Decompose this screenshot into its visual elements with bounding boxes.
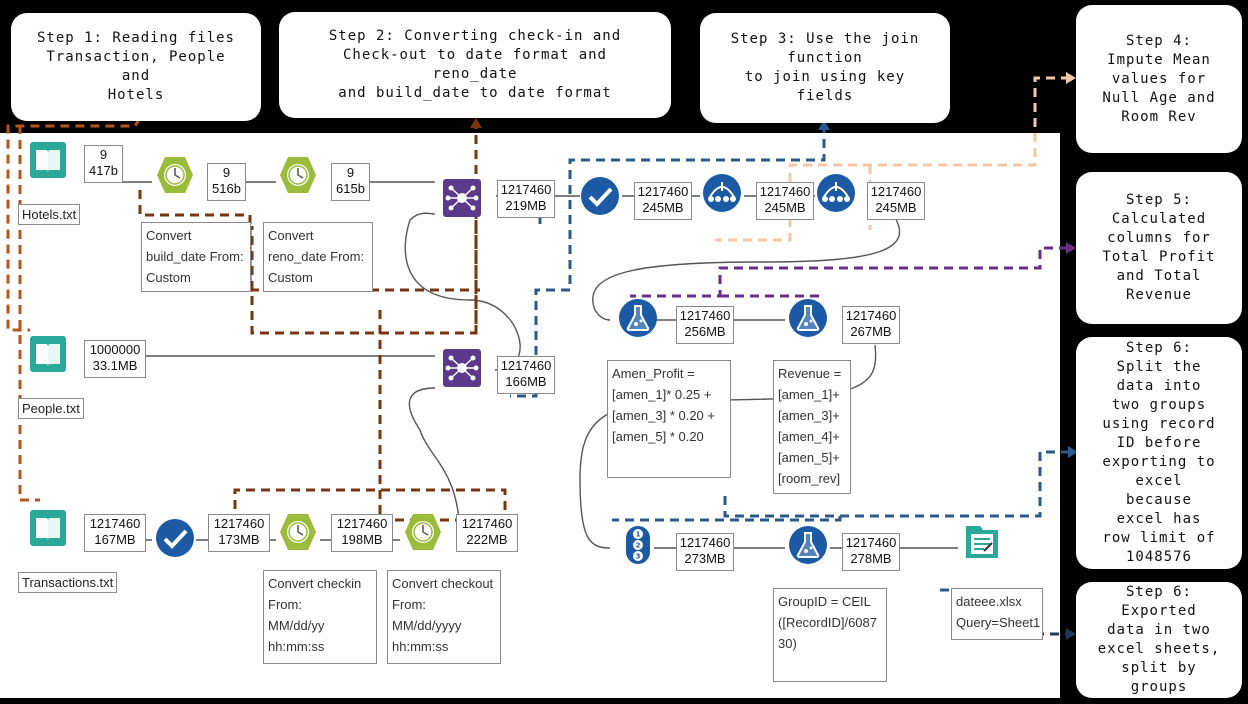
join-hotels-tool[interactable] [442, 178, 482, 218]
transactions-file-label: Transactions.txt [18, 572, 118, 593]
hotels-input-count: 9 417b [84, 145, 123, 183]
formula-revenue-tool[interactable] [788, 298, 828, 338]
step5-callout: Step 5: Calculated columns for Total Pro… [1076, 172, 1242, 324]
step3-callout: Step 3: Use the join function to join us… [700, 13, 950, 123]
conv-build-annotation: Convert build_date From: Custom [141, 222, 251, 292]
datetime-reno-tool[interactable] [278, 155, 318, 195]
formula-group-annotation: GroupID = CEIL ([RecordID]/6087 30) [773, 588, 887, 682]
datetime-reno-count: 9 615b [331, 163, 370, 201]
select-transactions-count: 1217460 173MB [208, 514, 270, 552]
record-id-icon: 1 2 3 [626, 526, 650, 564]
svg-text:2: 2 [636, 542, 641, 550]
step6b-arrow-icon [1066, 628, 1076, 640]
flask-icon [789, 526, 827, 564]
datetime-checkout-tool[interactable] [403, 512, 443, 552]
datetime-build-count: 9 516b [207, 163, 246, 201]
formula-group-count: 1217460 278MB [842, 533, 900, 571]
recordid-tool[interactable]: 1 2 3 [618, 525, 658, 565]
formula-profit-annotation: Amen_Profit = [amen_1]* 0.25 + [amen_3] … [607, 360, 731, 478]
datetime-checkin-tool[interactable] [278, 512, 318, 552]
hotels-input-tool[interactable] [28, 140, 68, 180]
clock-icon [280, 157, 316, 193]
flask-icon [619, 299, 657, 337]
conv-checkout-annotation: Convert checkout From: MM/dd/yyyy hh:mm:… [387, 570, 501, 664]
book-icon [30, 510, 66, 546]
select-joined-count: 1217460 245MB [634, 182, 692, 220]
join-icon [443, 349, 481, 387]
formula-revenue-annotation: Revenue = [amen_1]+ [amen_3]+ [amen_4]+ … [773, 360, 851, 494]
step6-export-callout: Step 6: Exported data in two excel sheet… [1076, 582, 1242, 698]
join-people-count: 1217460 166MB [497, 356, 555, 394]
formula-revenue-count: 1217460 267MB [842, 306, 900, 344]
people-file-label: People.txt [18, 398, 84, 419]
checkmark-icon [156, 519, 194, 557]
join-icon [443, 179, 481, 217]
impute-roomrev-tool[interactable] [816, 173, 856, 213]
clock-icon [280, 514, 316, 550]
select-transactions-tool[interactable] [155, 518, 195, 558]
step6-split-callout: Step 6: Split the data into two groups u… [1076, 337, 1242, 569]
document-icon [966, 526, 998, 558]
output-excel-tool[interactable] [962, 522, 1002, 562]
conv-reno-annotation: Convert reno_date From: Custom [263, 222, 373, 292]
step2-callout: Step 2: Converting check-in and Check-ou… [279, 12, 671, 118]
step4-arrow-icon [1066, 72, 1076, 84]
impute-age-count: 1217460 245MB [756, 182, 814, 220]
step1-callout: Step 1: Reading files Transaction, Peopl… [11, 13, 261, 121]
svg-text:1: 1 [636, 531, 641, 539]
impute-roomrev-count: 1217460 245MB [867, 182, 925, 220]
people-input-count: 1000000 33.1MB [84, 340, 146, 378]
svg-text:3: 3 [636, 553, 641, 561]
formula-group-tool[interactable] [788, 525, 828, 565]
join-hotels-count: 1217460 219MB [497, 180, 555, 218]
impute-icon [703, 174, 741, 212]
output-annotation: dateee.xlsx Query=Sheet1 [951, 588, 1043, 640]
formula-profit-count: 1217460 256MB [676, 306, 734, 344]
join-people-tool[interactable] [442, 348, 482, 388]
formula-profit-tool[interactable] [618, 298, 658, 338]
book-icon [30, 336, 66, 372]
flask-icon [789, 299, 827, 337]
conv-checkin-annotation: Convert checkin From: MM/dd/yy hh:mm:ss [263, 570, 377, 664]
datetime-build-tool[interactable] [155, 155, 195, 195]
checkmark-icon [581, 177, 619, 215]
step2-arrow-icon [470, 118, 482, 128]
book-icon [30, 142, 66, 178]
impute-icon [817, 174, 855, 212]
recordid-count: 1217460 273MB [676, 533, 734, 571]
datetime-checkout-count: 1217460 222MB [456, 514, 518, 552]
select-joined-tool[interactable] [580, 176, 620, 216]
impute-age-tool[interactable] [702, 173, 742, 213]
transactions-input-tool[interactable] [28, 508, 68, 548]
people-input-tool[interactable] [28, 334, 68, 374]
step5-arrow-icon [1066, 242, 1076, 254]
clock-icon [405, 514, 441, 550]
datetime-checkin-count: 1217460 198MB [331, 514, 393, 552]
step4-callout: Step 4: Impute Mean values for Null Age … [1076, 5, 1242, 153]
transactions-input-count: 1217460 167MB [84, 514, 146, 552]
hotels-file-label: Hotels.txt [18, 204, 81, 225]
clock-icon [157, 157, 193, 193]
